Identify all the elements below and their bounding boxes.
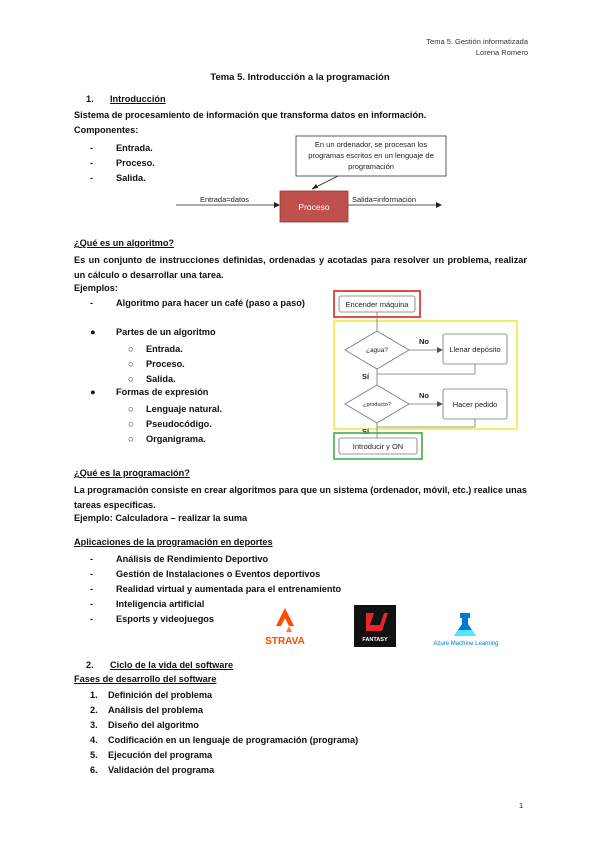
examples-label: Ejemplos: — [74, 283, 118, 293]
process-box — [279, 190, 349, 223]
start-label: Encender máquina — [346, 300, 410, 309]
list-item: -Salida. — [90, 173, 146, 183]
no-label-2: No — [419, 391, 429, 400]
action-2-label: Hacer pedido — [453, 400, 498, 409]
strava-wordmark: STRAVA — [265, 636, 305, 647]
callout-box — [295, 135, 447, 177]
list-item: -Gestión de Instalaciones o Eventos depo… — [90, 569, 321, 579]
yes-label-1: Sí — [362, 372, 370, 381]
phases-list: 1.Definición del problema 2.Análisis del… — [90, 688, 358, 778]
algorithm-definition: Es un conjunto de instrucciones definida… — [74, 255, 527, 280]
page-number: 1 — [519, 801, 524, 810]
sports-heading: Aplicaciones de la programación en depor… — [74, 537, 273, 547]
list-item: -Realidad virtual y aumentada para el en… — [90, 584, 342, 594]
fantasy-mark-icon: FANTASY — [362, 613, 388, 643]
end-box — [338, 437, 418, 455]
callout-line-2: programas escritos en un lenguaje de — [308, 151, 434, 160]
list-item: ○Lenguaje natural. — [128, 404, 223, 414]
phases-heading: Fases de desarrollo del software — [74, 674, 217, 684]
header-line-2: Lorena Romero — [475, 48, 528, 57]
coffee-flowchart: Encender máquina ¿agua? No Llenar depósi… — [333, 290, 518, 460]
list-item: 5.Ejecución del programa — [90, 750, 213, 760]
callout-line-1: En un ordenador, se procesan los — [315, 140, 427, 149]
list-item: ○Organigrama. — [128, 434, 206, 444]
page-title: Tema 5. Introducción a la programación — [210, 72, 390, 83]
strava-mark-icon: STRAVA — [265, 608, 305, 647]
list-item: ○Salida. — [128, 374, 176, 384]
no-label-1: No — [419, 337, 429, 346]
forms-list: ○Lenguaje natural. ○Pseudocódigo. ○Organ… — [128, 402, 222, 447]
programming-heading: ¿Qué es la programación? — [74, 468, 190, 478]
forms-label: ●Formas de expresión — [90, 387, 209, 397]
decision-1-label: ¿agua? — [366, 347, 388, 354]
list-item: ○Entrada. — [128, 344, 183, 354]
azure-ml-logo: Azure Machine Learning — [426, 610, 506, 648]
list-item: -Esports y videojuegos — [90, 614, 215, 624]
fantasy-logo: FANTASY — [354, 605, 396, 647]
parts-list: ○Entrada. ○Proceso. ○Salida. — [128, 342, 185, 387]
process-label: Proceso — [298, 202, 329, 212]
section-2-heading: 2.Ciclo de la vida del software — [86, 660, 234, 670]
list-item: -Análisis de Rendimiento Deportivo — [90, 554, 269, 564]
callout-line-3: programación — [348, 162, 394, 171]
running-header: Tema 5. Gestión informatizada Lorena Rom… — [426, 36, 528, 58]
list-item: 3.Diseño del algoritmo — [90, 720, 199, 730]
sports-list: -Análisis de Rendimiento Deportivo -Gest… — [90, 552, 341, 627]
end-frame — [333, 432, 423, 460]
decision-2-label: ¿producto? — [363, 402, 391, 408]
loop-frame — [333, 320, 518, 430]
list-item: ○Proceso. — [128, 359, 185, 369]
list-item: 2.Análisis del problema — [90, 705, 203, 715]
header-line-1: Tema 5. Gestión informatizada — [426, 37, 528, 46]
input-label: Entrada=datos — [200, 195, 249, 204]
azure-flask-icon: Azure Machine Learning — [433, 613, 499, 647]
parts-label: ●Partes de un algoritmo — [90, 327, 216, 337]
action-1-label: Llenar depósito — [449, 345, 500, 354]
strava-logo: STRAVA — [258, 604, 312, 648]
fantasy-wordmark: FANTASY — [362, 637, 388, 643]
algorithm-heading: ¿Qué es un algoritmo? — [74, 238, 175, 248]
section-1-heading: 1.Introducción — [86, 94, 166, 104]
section-1-definition: Sistema de procesamiento de información … — [74, 110, 427, 120]
programming-example: Ejemplo: Calculadora – realizar la suma — [74, 513, 248, 523]
end-label: Introducir y ON — [353, 442, 403, 451]
list-item: ○Pseudocódigo. — [128, 419, 212, 429]
list-item: 6.Validación del programa — [90, 765, 215, 775]
list-item: 4.Codificación en un lenguaje de program… — [90, 735, 359, 745]
programming-definition: La programación consiste en crear algori… — [74, 485, 527, 510]
output-label: Salida=información — [352, 195, 416, 204]
list-item: -Entrada. — [90, 143, 153, 153]
example-item: -Algoritmo para hacer un café (paso a pa… — [90, 298, 305, 308]
yes-label-2: Sí — [362, 427, 370, 436]
components-label: Componentes: — [74, 125, 139, 135]
list-item: -Inteligencia artificial — [90, 599, 205, 609]
list-item: 1.Definición del problema — [90, 690, 213, 700]
list-item: -Proceso. — [90, 158, 155, 168]
process-diagram: En un ordenador, se procesan los program… — [176, 135, 447, 223]
azure-wordmark: Azure Machine Learning — [433, 641, 498, 647]
components-list: -Entrada. -Proceso. -Salida. — [90, 141, 155, 186]
